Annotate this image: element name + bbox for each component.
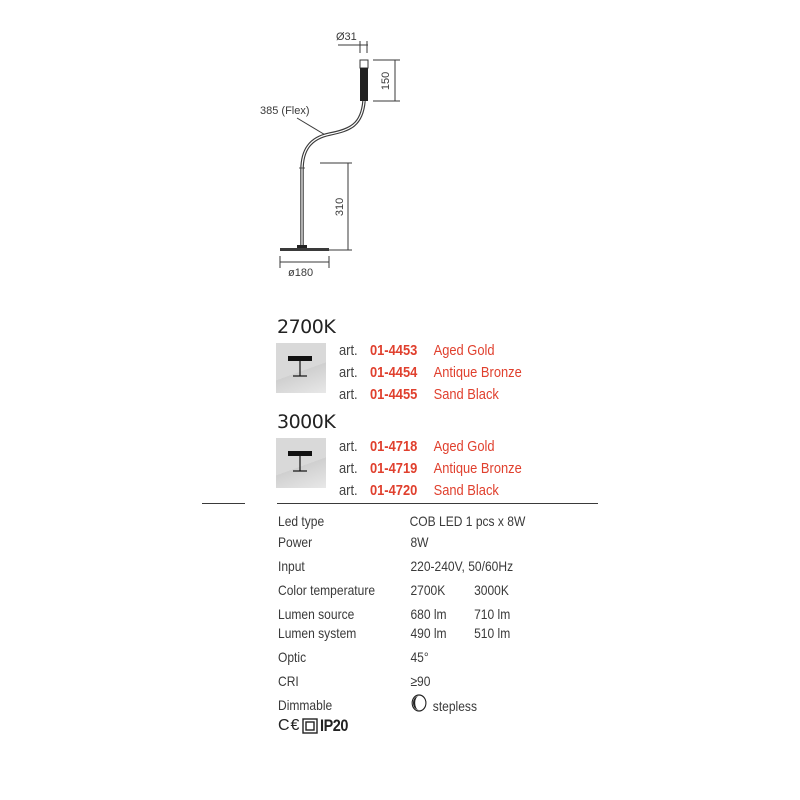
ce-mark-icon: C€ <box>278 717 301 734</box>
spec-label: Dimmable <box>278 697 333 713</box>
dim-base-diameter: ø180 <box>288 267 313 279</box>
lamp-base <box>280 248 329 251</box>
spec-label: Power <box>278 534 313 550</box>
article-label: art. <box>339 364 358 381</box>
spec-value: 8W <box>410 534 429 550</box>
article-finish: Sand Black <box>433 386 499 403</box>
spec-label: Color temperature <box>278 582 376 598</box>
article-row: art. 01-4453 Aged Gold <box>339 340 522 362</box>
dim-flex-length: 385 (Flex) <box>260 105 310 117</box>
spec-row-lumen-system: Lumen system 490 lm 510 lm <box>278 625 598 643</box>
dim-head-length: 150 <box>380 72 392 90</box>
spec-value: COB LED 1 pcs x 8W <box>409 513 526 529</box>
article-row: art. 01-4719 Antique Bronze <box>339 458 522 480</box>
table-lamp-icon <box>288 356 312 377</box>
divider-long <box>277 503 598 504</box>
article-label: art. <box>339 342 358 359</box>
article-code: 01-4453 <box>369 342 418 359</box>
dim-head-diameter: Ø31 <box>336 31 357 43</box>
article-finish: Antique Bronze <box>433 364 522 381</box>
lamp-head <box>360 68 368 101</box>
ip-rating: IP20 <box>320 716 349 735</box>
certification-marks: C€ IP20 <box>278 716 353 736</box>
article-code: 01-4454 <box>369 364 418 381</box>
dimmable-value: stepless <box>432 698 477 714</box>
article-row: art. 01-4720 Sand Black <box>339 480 522 502</box>
spec-label: Input <box>278 558 305 574</box>
spec-row-lumen-source: Lumen source 680 lm 710 lm <box>278 606 598 624</box>
spec-row-power: Power 8W <box>278 534 598 552</box>
spec-value-3000k: 3000K <box>474 582 509 598</box>
article-finish: Antique Bronze <box>433 460 522 477</box>
spec-value-3000k: 510 lm <box>474 625 511 641</box>
variant-heading-2700k: 2700K <box>277 316 336 338</box>
article-row: art. 01-4455 Sand Black <box>339 384 522 406</box>
variant-heading-3000k: 3000K <box>277 411 336 433</box>
spec-table: Led type COB LED 1 pcs x 8W Power 8W Inp… <box>278 513 598 714</box>
table-lamp-icon <box>288 451 312 472</box>
article-code: 01-4719 <box>369 460 418 477</box>
spec-value: ≥90 <box>410 673 431 689</box>
dimmer-icon <box>411 694 427 712</box>
spec-label: Led type <box>278 513 325 529</box>
spec-row-optic: Optic 45° <box>278 649 598 667</box>
article-label: art. <box>339 386 358 403</box>
spec-row-cri: CRI ≥90 <box>278 673 598 691</box>
spec-value: stepless <box>410 693 477 714</box>
spec-value-3000k: 710 lm <box>474 606 511 622</box>
spec-value-2700k: 490 lm <box>410 625 447 641</box>
spec-value: 220-240V, 50/60Hz <box>410 558 514 574</box>
spec-row-color-temperature: Color temperature 2700K 3000K <box>278 582 598 600</box>
product-thumbnail-2700k <box>276 343 326 393</box>
article-code: 01-4718 <box>369 438 418 455</box>
dim-stem-height: 310 <box>334 198 346 216</box>
article-label: art. <box>339 482 358 499</box>
spec-row-input: Input 220-240V, 50/60Hz <box>278 558 598 576</box>
divider-short <box>202 503 245 504</box>
class-ii-icon <box>302 718 319 734</box>
article-label: art. <box>339 438 358 455</box>
spec-label: Lumen source <box>278 606 355 622</box>
article-finish: Sand Black <box>433 482 499 499</box>
spec-value: 45° <box>410 649 429 665</box>
product-thumbnail-3000k <box>276 438 326 488</box>
spec-value-2700k: 2700K <box>410 582 446 598</box>
spec-value-2700k: 680 lm <box>410 606 447 622</box>
spec-row-dimmable: Dimmable stepless <box>278 694 598 717</box>
article-row: art. 01-4718 Aged Gold <box>339 436 522 458</box>
spec-label: CRI <box>278 673 299 689</box>
article-finish: Aged Gold <box>433 342 495 359</box>
lamp-technical-drawing: Ø31 150 385 (Flex) 310 ø180 <box>260 31 400 279</box>
article-code: 01-4720 <box>369 482 418 499</box>
spec-label: Lumen system <box>278 625 357 641</box>
spec-label: Optic <box>278 649 307 665</box>
article-list-2700k: art. 01-4453 Aged Gold art. 01-4454 Antique … <box>339 340 552 406</box>
article-list-3000k: art. 01-4718 Aged Gold art. 01-4719 Antique … <box>339 436 552 502</box>
spec-row-led-type: Led type COB LED 1 pcs x 8W <box>278 513 598 531</box>
article-code: 01-4455 <box>369 386 418 403</box>
article-label: art. <box>339 460 358 477</box>
article-finish: Aged Gold <box>433 438 495 455</box>
lamp-head-lens <box>359 59 369 69</box>
article-row: art. 01-4454 Antique Bronze <box>339 362 522 384</box>
